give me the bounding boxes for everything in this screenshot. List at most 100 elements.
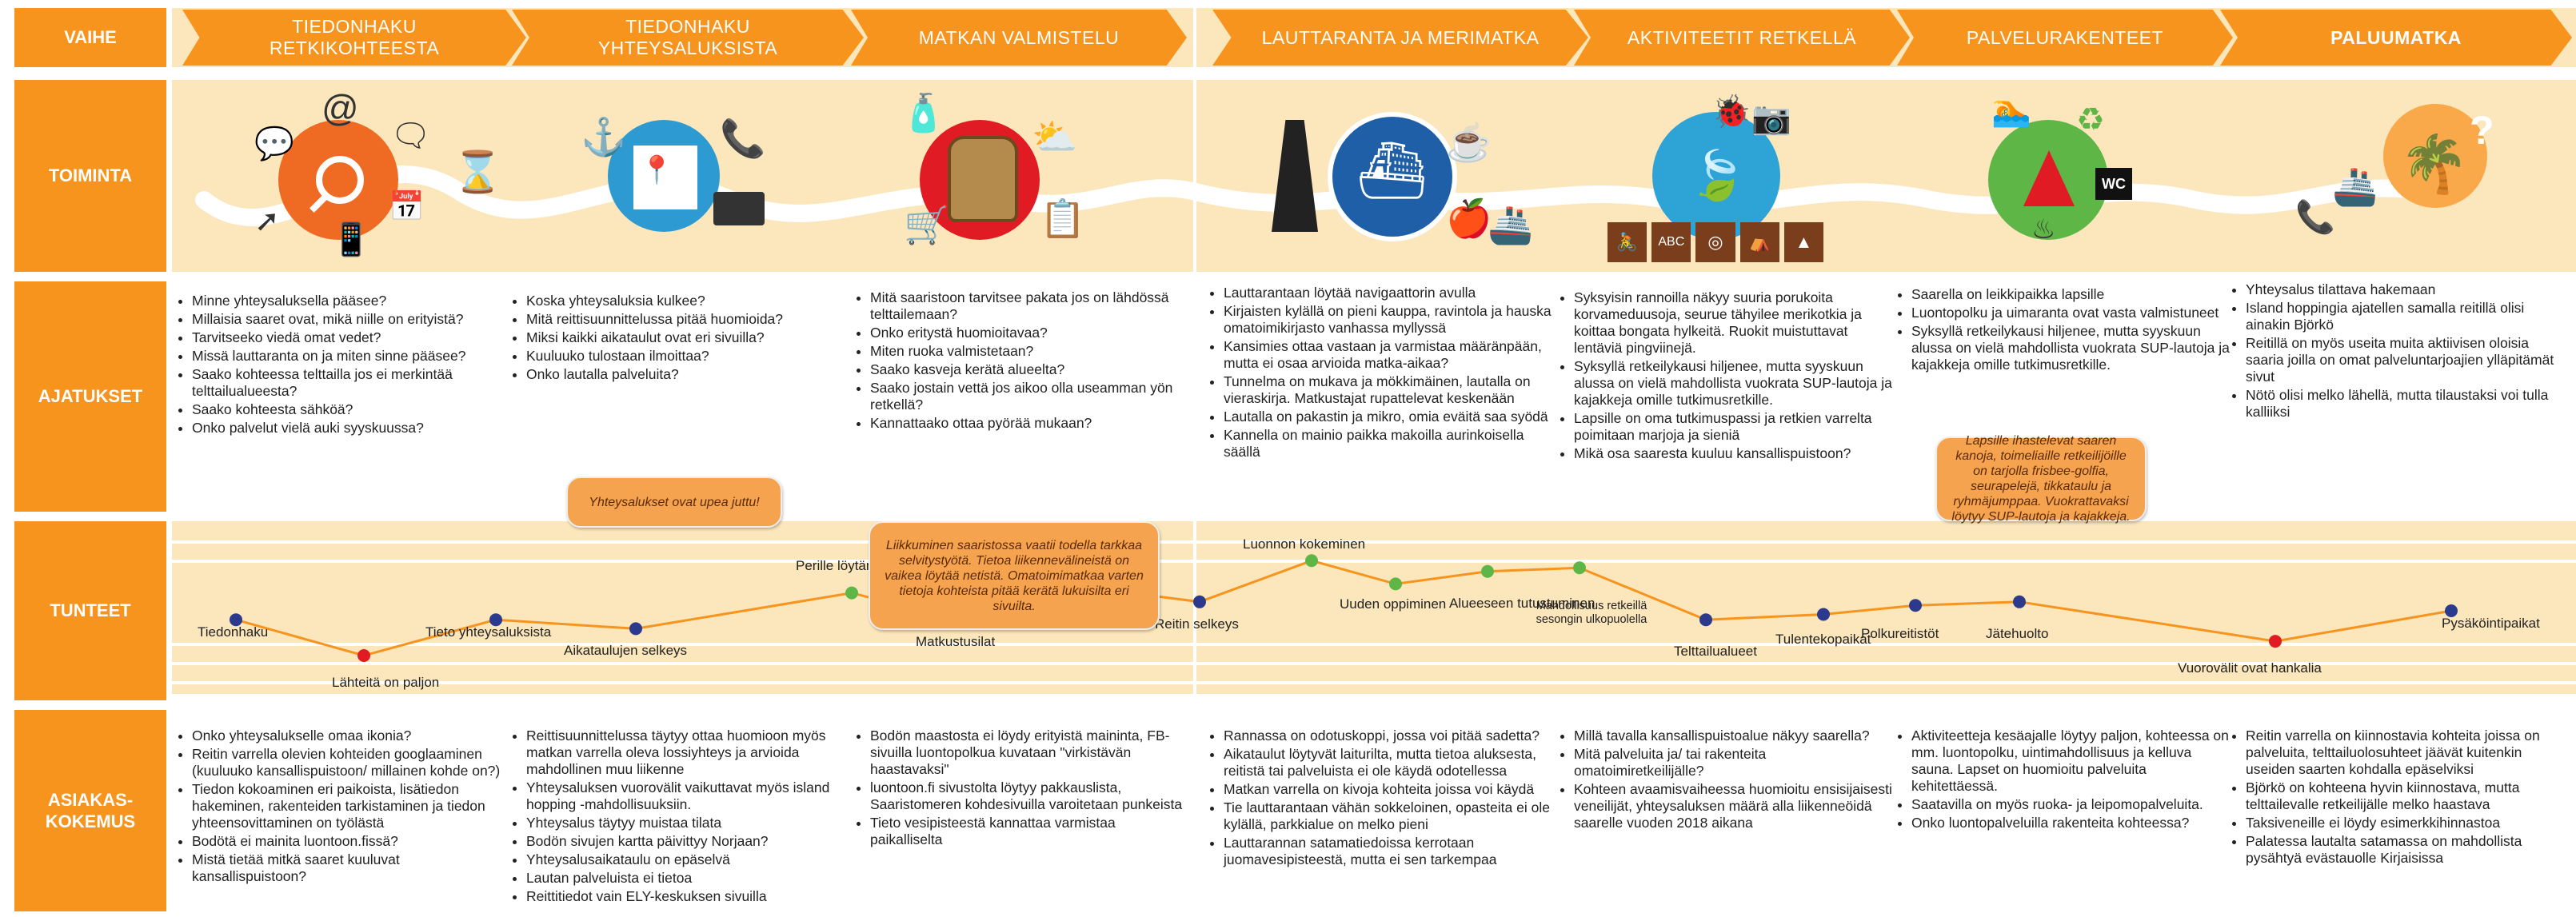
thought-item: Miksi kaikki aikataulut ovat eri sivuill…	[526, 329, 848, 346]
experience-item: Reitin varrella olevien kohteiden googla…	[192, 746, 513, 779]
experience-column-3: Bodön maastosta ei löydy erityistä maini…	[856, 728, 1184, 850]
wc-icon: WC	[2095, 168, 2132, 200]
thought-item: Saarella on leikkipaikka lapsille	[1911, 286, 2233, 303]
thought-item: Onko eritystä huomioitavaa?	[870, 325, 1184, 341]
emotion-point	[1817, 608, 1830, 621]
nature-circle	[1652, 112, 1780, 240]
activity-sign: 🚴	[1608, 222, 1647, 262]
activity-signs-icon: 🚴 ABC ◎ ⛺ ▲	[1608, 222, 1824, 262]
emotion-point-label: Matkustusilat	[916, 634, 996, 650]
thoughts-column-3: Mitä saaristoon tarvitsee pakata jos on …	[856, 289, 1184, 433]
speech-bubble: Lapsille ihastelevat saaren kanoja, toim…	[1935, 434, 2147, 524]
experience-item: Tiedon kokoaminen eri paikoista, lisätie…	[192, 781, 513, 831]
experience-item: Tie lauttarantaan vähän sokkeloinen, opa…	[1224, 799, 1561, 833]
tunteet-band	[172, 521, 2576, 694]
emotion-line	[235, 559, 2452, 657]
experience-item: Mistä tietää mitkä saaret kuuluvat kansa…	[192, 851, 513, 885]
experience-column-6: Aktiviteetteja kesäajalle löytyy paljon,…	[1897, 728, 2233, 833]
lane-header-toiminta: TOIMINTA	[14, 80, 166, 272]
magnifier-icon	[316, 156, 364, 204]
thought-item: Kirjaisten kylällä on pieni kauppa, ravi…	[1224, 303, 1561, 337]
emotion-point-label: Tieto yhteysaluksista	[425, 624, 552, 640]
experience-item: Aikataulut löytyvät laiturilta, mutta ti…	[1224, 746, 1561, 779]
chat-bubble-icon: 🗨	[390, 118, 431, 153]
thought-item: Nötö olisi melko lähellä, mutta tilausta…	[2246, 387, 2567, 421]
thought-item: Mikä osa saaresta kuuluu kansallispuisto…	[1574, 445, 1895, 462]
at-icon: @	[322, 87, 359, 129]
phase-tiedonhaku-yhteysaluksista: TIEDONHAKU YHTEYSALUKSISTA	[512, 10, 864, 66]
experience-item: Onko yhteysalukselle omaa ikonia?	[192, 728, 513, 744]
camera-icon: 📷	[1751, 101, 1791, 136]
emotion-point-label: Tiedonhaku	[198, 624, 269, 640]
experience-item: Lauttarannan satamatiedoissa kerrotaan j…	[1224, 835, 1561, 868]
emotion-point	[1305, 554, 1318, 568]
emotion-point-label: Pysäköintipaikat	[2442, 616, 2540, 631]
experience-item: Reittisuunnittelussa täytyy ottaa huomio…	[526, 728, 848, 778]
ferry-ticket-icon	[713, 192, 765, 225]
chat-bubble-icon: 💬	[254, 126, 294, 161]
emotion-point	[1389, 577, 1402, 591]
speech-bubble: Yhteysalukset ovat upea juttu!	[566, 476, 782, 528]
thought-item: Saako kohteesta sähköä?	[192, 401, 513, 418]
thought-item: Tarvitseeko viedä omat vedet?	[192, 329, 513, 346]
experience-column-2: Reittisuunnittelussa täytyy ottaa huomio…	[512, 728, 848, 907]
thought-item: Saako jostain vettä jos aikoo olla useam…	[870, 380, 1184, 413]
experience-item: Taksiveneille ei löydy esimerkkihinnasto…	[2246, 815, 2567, 831]
bottle-icon: 🧴	[901, 92, 947, 134]
experience-item: Aktiviteetteja kesäajalle löytyy paljon,…	[1911, 728, 2233, 795]
experience-item: Rannassa on odotuskoppi, jossa voi pitää…	[1224, 728, 1561, 744]
emotion-point-label: Alueeseen tutustuminen	[1449, 595, 1596, 611]
column-divider	[1193, 0, 1196, 917]
backpack-icon	[948, 136, 1018, 222]
weather-icon: ⛅	[1032, 116, 1078, 157]
phone-icon: 📱	[331, 222, 371, 257]
palm-island-icon: 🌴	[2399, 133, 2470, 195]
emotion-point-label: Aikataulujen selkeys	[564, 643, 688, 659]
thought-item: Millaisia saaret ovat, mikä niille on er…	[192, 311, 513, 328]
thought-item: Kannella on mainio paikka makoilla aurin…	[1224, 427, 1561, 460]
experience-item: Yhteysalusaikataulu on epäselvä	[526, 851, 848, 868]
emotion-point	[1193, 595, 1206, 608]
phase-matkan-valmistelu: MATKAN VALMISTELU	[851, 10, 1187, 66]
emotion-point-label: Uuden oppiminen	[1340, 596, 1447, 612]
emotion-point-label: Polkureitistöt	[1861, 626, 1939, 642]
phase-tiedonhaku-retkikohteesta: TIEDONHAKU RETKIKOHTEESTA	[182, 10, 526, 66]
experience-column-1: Onko yhteysalukselle omaa ikonia? Reitin …	[178, 728, 513, 887]
emotion-point	[2013, 595, 2026, 608]
thoughts-column-6: Saarella on leikkipaikka lapsilleLuontop…	[1897, 286, 2233, 375]
thought-item: Mitä reittisuunnittelussa pitää huomioid…	[526, 311, 848, 328]
emotion-point-label: Luonnon kokeminen	[1243, 536, 1366, 552]
phase-palvelurakenteet: PALVELURAKENTEET	[1897, 10, 2233, 66]
experience-item: Millä tavalla kansallispuistoalue näkyy …	[1574, 728, 1895, 744]
thoughts-column-4: Lauttarantaan löytää navigaattorin avull…	[1209, 285, 1561, 462]
thought-item: Lauttarantaan löytää navigaattorin avull…	[1224, 285, 1561, 301]
thought-item: Kansimies ottaa vastaan ja varmistaa mää…	[1224, 338, 1561, 372]
cart-icon: 🛒	[904, 204, 950, 245]
thought-item: Syksyisin rannoilla näkyy suuria porukoi…	[1574, 289, 1895, 357]
grill-icon: ♨	[2031, 214, 2056, 245]
ship-circle	[1328, 112, 1457, 241]
experience-item: Onko luontopalveluilla rakenteita kohtee…	[1911, 815, 2233, 831]
experience-column-5: Millä tavalla kansallispuistoalue näkyy …	[1560, 728, 1895, 833]
lane-header-asiakaskokemus: ASIAKAS- KOKEMUS	[14, 710, 166, 911]
lane-header-tunteet: TUNTEET	[14, 521, 166, 700]
tunteet-stripe	[172, 662, 2576, 665]
thought-item: Tunnelma on mukava ja mökkimäinen, lauta…	[1224, 373, 1561, 407]
experience-item: Bodön sivujen kartta päivittyy Norjaan?	[526, 833, 848, 850]
emotion-curve	[230, 554, 2458, 662]
experience-item: Bodötä ei mainita luontoon.fissä?	[192, 833, 513, 850]
thought-item: Mitä saaristoon tarvitsee pakata jos on …	[870, 289, 1184, 323]
thought-item: Saako kasveja kerätä alueelta?	[870, 361, 1184, 378]
experience-column-4: Rannassa on odotuskoppi, jossa voi pitää…	[1209, 728, 1561, 870]
phase-paluumatka: PALUUMATKA	[2220, 10, 2572, 66]
emotion-point	[1699, 613, 1712, 627]
thought-item: Reitillä on myös useita muita aktiivisen…	[2246, 335, 2567, 385]
thought-item: Syksyllä retkeilykausi hiljenee, mutta s…	[1911, 323, 2233, 373]
thought-item: Island hoppingia ajatellen samalla reiti…	[2246, 300, 2567, 333]
thought-item: Lapsille on oma tutkimuspassi ja retkien…	[1574, 410, 1895, 444]
question-icon: ?	[2470, 108, 2494, 153]
anchor-icon: ⚓	[581, 116, 627, 157]
lane-header-ajatukset: AJATUKSET	[14, 281, 166, 512]
map-icon	[632, 144, 699, 211]
emotion-point-label: Tulentekopaikat	[1775, 632, 1871, 648]
